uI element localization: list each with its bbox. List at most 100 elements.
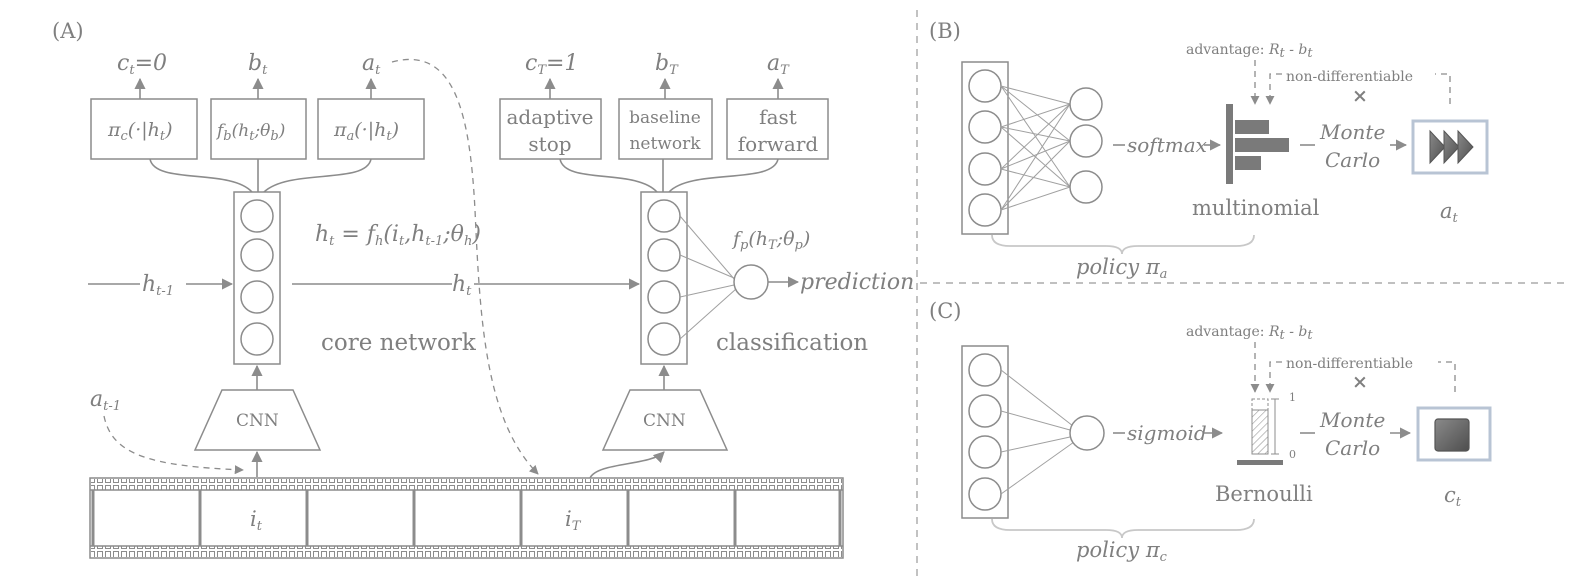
cnn-T: CNN [589,364,729,479]
svg-text:adaptive: adaptive [506,105,593,129]
panel-c: (C) advantage: Rt - bt non-differentiabl… [929,299,1492,565]
neuron [968,477,1002,511]
step-T-heads: adaptive stop baseline network fast forw… [499,98,829,193]
prev-action-link [103,415,244,475]
neuron [647,238,681,272]
neuron [968,110,1002,144]
policy-label-c: policy πc [1076,538,1168,565]
step-t-outputs: ct=0 bt at [117,51,381,99]
svg-text:stop: stop [528,132,571,156]
output-neuron [1069,415,1105,451]
neuron [968,193,1002,227]
tick-zero: 0 [1289,448,1296,461]
policy-bracket-b [991,234,1255,255]
bernoulli-bar [1237,398,1283,465]
step-t-heads: πc(·|ht) fb(ht;θb) πa(·|ht) [90,98,425,193]
svg-text:forward: forward [738,132,819,156]
neuron [1069,124,1103,158]
svg-text:πa(·|ht): πa(·|ht) [333,119,399,144]
monte-carlo-b-2: Carlo [1325,148,1380,172]
softmax-label: softmax [1127,133,1207,157]
neuron [968,353,1002,387]
panel-a-label: (A) [52,19,84,43]
panel-b: (B) advantage: Rt - bt non-differentiabl… [929,19,1489,282]
classification-label: classification [716,330,868,356]
neuron [647,280,681,314]
core-network-T: prediction fp(hT;θp) classification [640,191,914,365]
neuron [647,322,681,356]
sigmoid-label: sigmoid [1127,421,1207,445]
nondiff-label-b: non-differentiable [1286,69,1413,85]
multinomial-label: multinomial [1192,196,1320,220]
film-strip: it iT [89,477,844,559]
panel-b-label: (B) [929,19,961,43]
policy-bracket-c [991,518,1255,539]
advantage-label-b: advantage: Rt - bt [1186,42,1313,61]
recurrent-links: ht-1 ht [88,272,641,299]
neuron [240,199,274,233]
cnn-trapezoid [601,389,729,451]
a-prev: at-1 [90,387,121,414]
neuron [1069,170,1103,204]
policy-label-b: policy πa [1076,255,1167,282]
svg-text:baseline: baseline [629,108,701,128]
output-c-t: ct=0 [117,51,167,78]
panel-a: (A) ct=0 bt at πc(·|ht) fb(ht;θb) [52,19,914,559]
h-prev: ht-1 [142,272,174,299]
neuron [968,69,1002,103]
output-a-t: at [362,51,381,78]
classifier-function: fp(hT;θp) [731,228,810,253]
core-network-t: core network [233,191,477,365]
step-T-outputs: cT=1 bT aT [525,51,790,99]
output-b-t: bt [248,51,268,78]
monte-carlo-c-2: Carlo [1325,436,1380,460]
cnn-label: CNN [643,411,686,431]
output-a-T: aT [767,51,790,78]
core-network-label: core network [321,330,477,356]
monte-carlo-b-1: Monte [1319,120,1385,144]
bernoulli-label: Bernoulli [1215,482,1313,506]
multinomial-histogram [1226,104,1289,184]
output-neuron [733,264,769,300]
cnn-trapezoid [193,389,322,451]
stop-policy-box [90,98,198,160]
prediction-label: prediction [800,270,914,295]
advantage-label-c: advantage: Rt - bt [1186,324,1313,343]
neuron [1069,87,1103,121]
svg-text:fast: fast [759,105,797,129]
output-c-T: cT=1 [525,51,578,78]
neuron [647,199,681,233]
neuron [968,435,1002,469]
baseline-network-box [618,98,713,160]
core-equation: ht = fh(it,ht-1;θh) [315,222,481,249]
neuron [968,152,1002,186]
action-a-t: at [1440,199,1459,226]
svg-text:network: network [629,134,701,154]
nondiff-label-c: non-differentiable [1286,356,1413,372]
baseline-box [210,98,307,160]
policy-net-c [961,345,1105,519]
frame-i-T: iT [565,507,582,534]
blocked-cross-c: × [1352,371,1368,393]
h-t: ht [452,272,472,299]
stop-button-icon [1416,406,1492,462]
action-policy-box [317,98,425,160]
neuron [240,322,274,356]
monte-carlo-c-1: Monte [1319,408,1385,432]
panel-c-label: (C) [929,299,961,323]
adaptive-stop-box [499,98,602,160]
blocked-cross-b: × [1352,85,1368,107]
output-b-T: bT [655,51,679,78]
neuron [240,280,274,314]
frame-i-t: it [250,507,263,534]
svg-text:πc(·|ht): πc(·|ht) [107,119,173,144]
policy-net-b [961,61,1103,235]
action-c-t: ct [1444,483,1462,510]
tick-one: 1 [1289,391,1296,404]
neuron [240,238,274,272]
cnn-t: CNN [193,364,322,477]
fast-forward-button-icon [1411,119,1489,175]
svg-text:fb(ht;θb): fb(ht;θb) [215,121,285,144]
cnn-label: CNN [236,411,279,431]
